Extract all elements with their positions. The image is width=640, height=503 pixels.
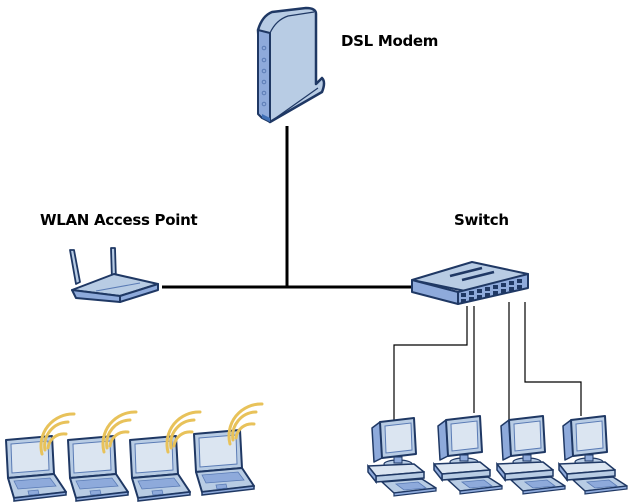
desktop-pc-1[interactable]: [367, 417, 437, 497]
wlan-access-point-icon[interactable]: [69, 247, 159, 303]
wlan-access-point-label: WLAN Access Point: [40, 211, 198, 229]
dsl-modem-icon[interactable]: [256, 6, 326, 124]
dsl-modem-label: DSL Modem: [341, 32, 439, 50]
laptop-4[interactable]: [193, 429, 255, 496]
desktops: [367, 415, 628, 497]
switch-arrows-icon: [449, 266, 495, 282]
laptop-2[interactable]: [67, 435, 129, 502]
switch-ports: [461, 279, 522, 303]
link-switch-pc-4: [524, 302, 582, 416]
laptop-1[interactable]: [5, 435, 67, 502]
laptop-3[interactable]: [129, 435, 191, 502]
switch-label: Switch: [454, 211, 509, 229]
desktop-pc-3[interactable]: [496, 415, 566, 495]
switch-icon[interactable]: [411, 261, 529, 305]
desktop-pc-2[interactable]: [433, 415, 503, 495]
link-switch-pc-1: [393, 306, 468, 420]
desktop-pc-4[interactable]: [558, 415, 628, 495]
laptops: [5, 402, 264, 502]
links: [162, 126, 412, 289]
wifi-waves-icon: [227, 402, 264, 446]
switch-links: [393, 302, 582, 420]
